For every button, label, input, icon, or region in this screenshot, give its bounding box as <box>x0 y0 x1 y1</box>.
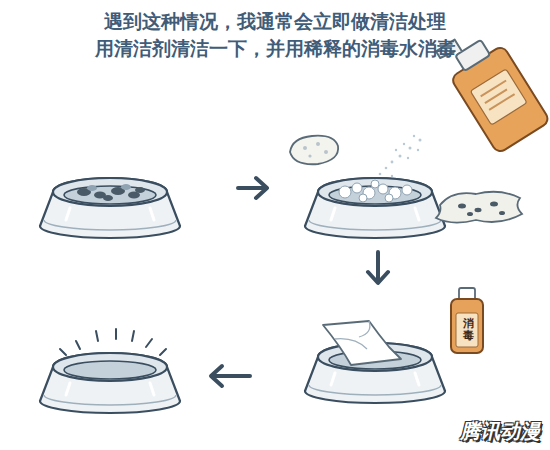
disinfectant-bottle <box>451 288 483 353</box>
dirty-cloth <box>436 192 522 223</box>
disinfect-bowl <box>305 321 445 403</box>
sponge <box>290 136 338 165</box>
clean-bowl <box>40 329 180 413</box>
spray-mist <box>379 135 422 177</box>
heading: 遇到这种情况，我通常会立即做清洁处理 用清洁剂清洁一下，并用稀释的消毒水消毒 <box>40 8 510 62</box>
bottle-label: 消毒 <box>463 318 474 342</box>
flow-arrow <box>368 252 388 283</box>
flow-arrow <box>211 366 250 386</box>
flow-arrow <box>238 178 267 198</box>
watermark: 腾讯动漫 <box>460 418 540 445</box>
dirty-bowl <box>40 178 180 238</box>
washing-bowl <box>305 178 445 238</box>
